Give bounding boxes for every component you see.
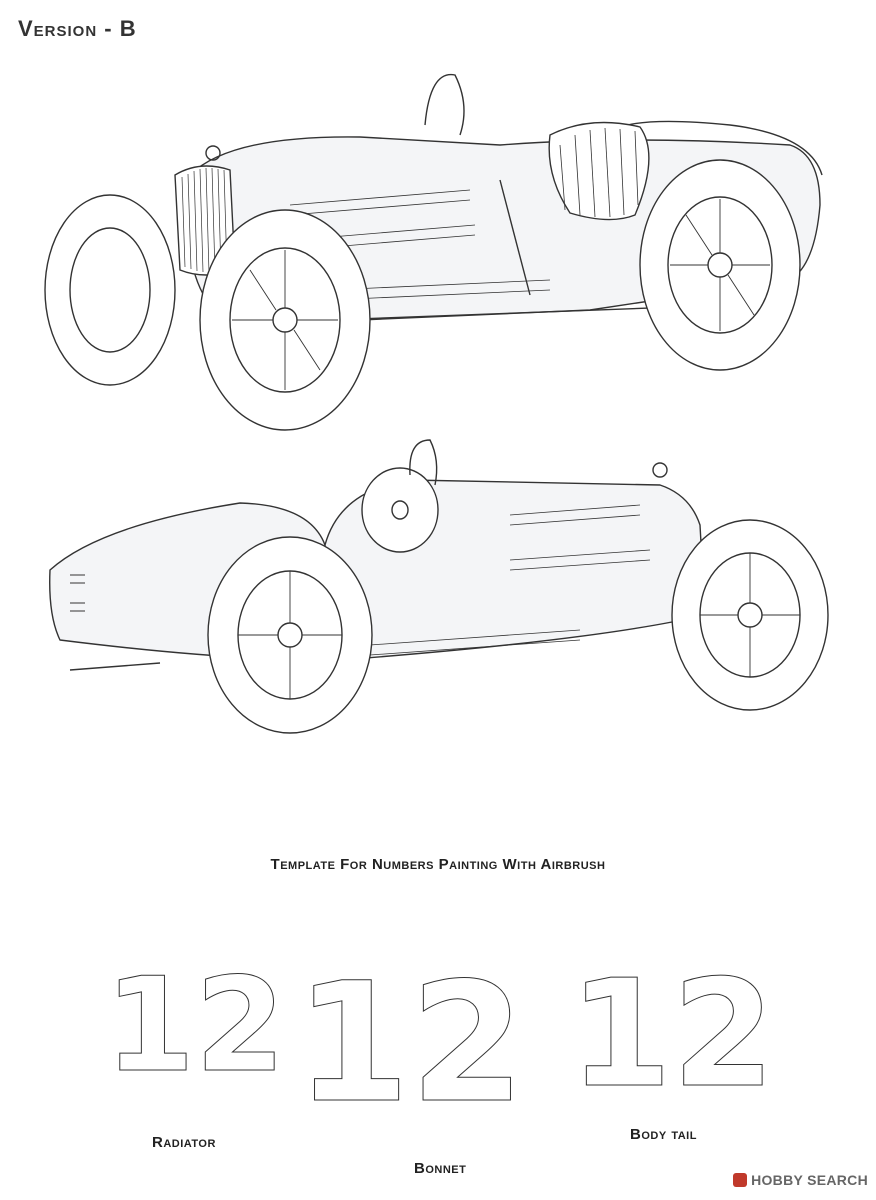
label-bonnet: Bonnet bbox=[414, 1160, 467, 1177]
label-radiator: Radiator bbox=[152, 1134, 216, 1151]
number-body-tail: 12 bbox=[569, 948, 775, 1120]
number-radiator: 12 bbox=[105, 949, 286, 1101]
car-drawing-side-view bbox=[49, 439, 829, 734]
number-bonnet: 12 bbox=[295, 947, 525, 1139]
number-stencil-radiator: 12 bbox=[104, 949, 286, 1102]
watermark: HOBBY SEARCH bbox=[733, 1172, 868, 1188]
number-stencil-body-tail: 12 bbox=[569, 948, 776, 1121]
hobby-search-logo-icon bbox=[733, 1173, 748, 1187]
watermark-text: HOBBY SEARCH bbox=[751, 1172, 868, 1188]
template-title: Template For Numbers Painting With Airbr… bbox=[270, 856, 606, 873]
car-drawing-front-view bbox=[44, 73, 823, 431]
number-stencil-bonnet: 12 bbox=[295, 947, 526, 1140]
version-title: Version - B bbox=[18, 16, 137, 41]
label-body-tail: Body tail bbox=[630, 1126, 697, 1143]
